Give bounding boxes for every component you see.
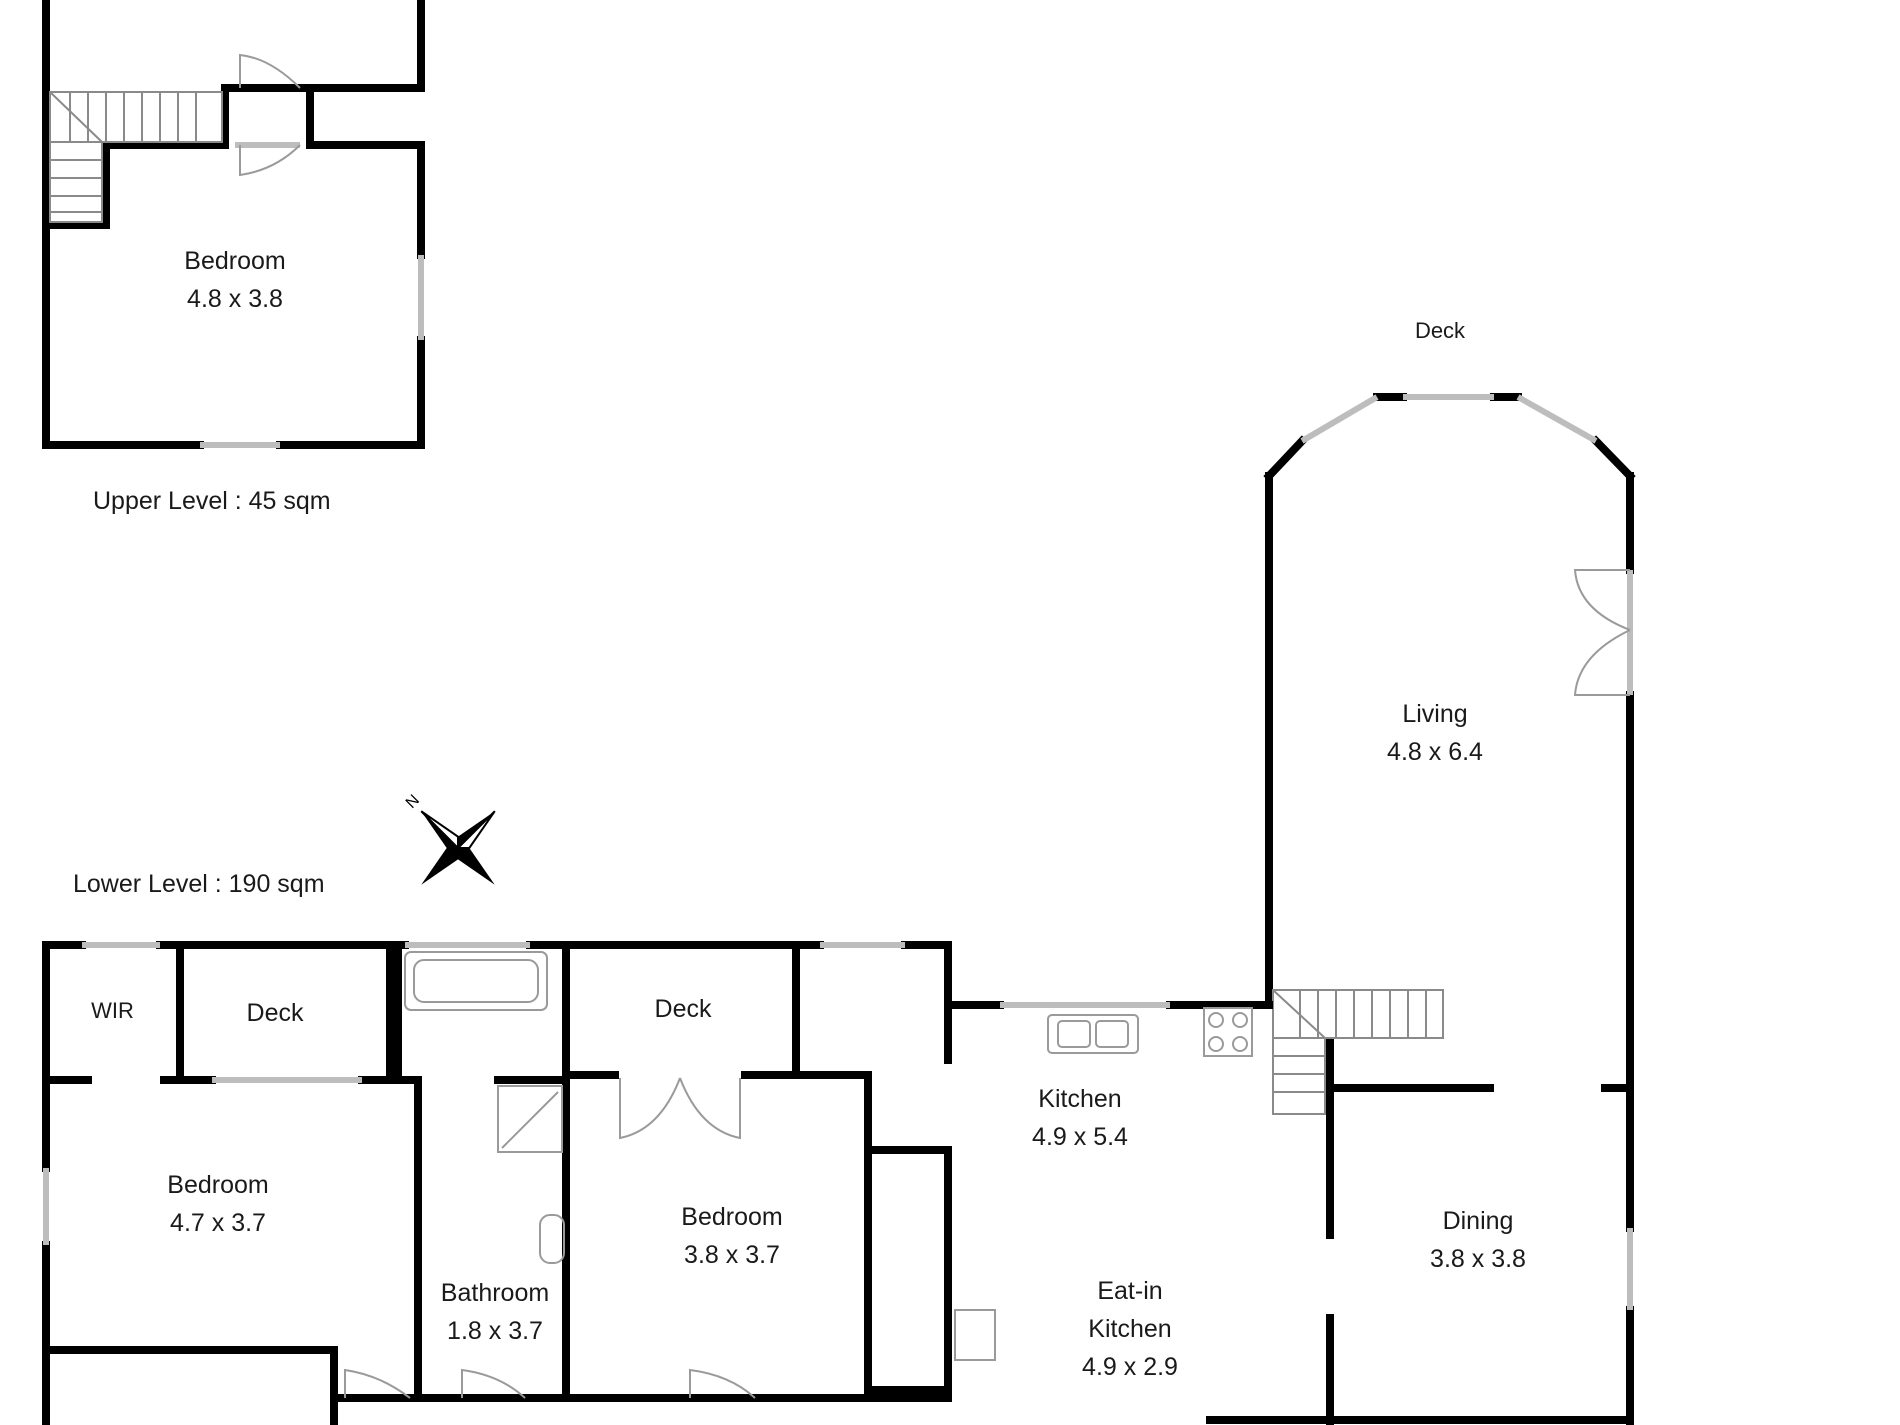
bathroom-name: Bathroom [440, 1279, 550, 1307]
deck-top-label: Deck [1390, 312, 1490, 350]
living-top-right-bevel [1590, 435, 1636, 482]
bathtub [404, 951, 548, 1011]
bedroom-1-name: Bedroom [167, 1171, 269, 1199]
upper-bedroom-dim: 4.8 x 3.8 [187, 285, 283, 313]
wir-name: WIR [91, 998, 134, 1023]
deck-top-name: Deck [1414, 318, 1466, 343]
shower [497, 1085, 563, 1153]
lower-level-area: Lower Level : 190 sqm [73, 870, 325, 898]
eatin-dim: 4.9 x 2.9 [1082, 1353, 1178, 1381]
kitchen-dim: 4.9 x 5.4 [1032, 1123, 1128, 1151]
upper-stairs [49, 91, 223, 223]
living-windows [1300, 394, 1633, 1310]
living-name: Living [1402, 700, 1468, 728]
compass-rose: N [403, 792, 496, 885]
upper-stair-wall-v [42, 141, 110, 229]
living-label: Living 4.8 x 6.4 [1335, 695, 1535, 771]
lower-windows [43, 942, 1170, 1245]
bathroom-label: Bathroom 1.8 x 3.7 [425, 1274, 565, 1350]
dining-label: Dining 3.8 x 3.8 [1378, 1202, 1578, 1278]
kitchen-name: Kitchen [1038, 1085, 1122, 1113]
bathroom-fixtures [404, 951, 565, 1264]
deck-mid-label: Deck [633, 990, 733, 1028]
upper-level-plan [42, 0, 425, 449]
bathroom-dim: 1.8 x 3.7 [447, 1317, 543, 1345]
lower-level-walls [42, 941, 1634, 1425]
closet-top [864, 1146, 952, 1394]
lower-top-wall-4 [901, 941, 952, 1064]
upper-bedroom-label: Bedroom 4.8 x 3.8 [135, 242, 335, 318]
bedroom-2-dim: 3.8 x 3.7 [684, 1241, 780, 1269]
upper-level-area: Upper Level : 45 sqm [93, 487, 331, 515]
deck-mid-name: Deck [654, 995, 712, 1023]
kitchen-fixtures [954, 1007, 1253, 1361]
heater [954, 1309, 996, 1361]
kitchen-sink [1047, 1014, 1139, 1054]
toilet [539, 1214, 565, 1264]
deck-left-label: Deck [225, 994, 325, 1032]
compass-north-label: N [403, 792, 423, 812]
deck-left-name: Deck [246, 999, 304, 1027]
living-dim: 4.8 x 6.4 [1387, 738, 1483, 766]
dining-dim: 3.8 x 3.8 [1430, 1245, 1526, 1273]
lower-bottom-wall-2 [42, 1346, 338, 1425]
bedroom-2-label: Bedroom 3.8 x 3.7 [632, 1198, 832, 1274]
dining-name: Dining [1442, 1207, 1514, 1235]
bedroom-1-label: Bedroom 4.7 x 3.7 [118, 1166, 318, 1242]
upper-windows [200, 142, 424, 448]
cooktop [1203, 1007, 1253, 1057]
wir-label: WIR [70, 992, 155, 1030]
bedroom-2-name: Bedroom [681, 1203, 783, 1231]
bedroom-1-dim: 4.7 x 3.7 [170, 1209, 266, 1237]
deck-left-bottom-r [358, 1076, 422, 1394]
lower-door-swings [344, 1077, 756, 1399]
main-stairs [1272, 989, 1444, 1115]
eatin-name-line2: Kitchen [1088, 1315, 1172, 1343]
living-french-doors [1573, 569, 1631, 696]
kitchen-label: Kitchen 4.9 x 5.4 [1000, 1080, 1160, 1156]
upper-bedroom-name: Bedroom [184, 247, 286, 275]
upper-door-swings [239, 53, 301, 177]
living-top-left-bevel [1263, 435, 1308, 482]
eatin-label: Eat-in Kitchen 4.9 x 2.9 [1050, 1272, 1210, 1386]
eatin-name-line1: Eat-in [1097, 1277, 1163, 1305]
living-wing-walls [1263, 393, 1636, 1425]
